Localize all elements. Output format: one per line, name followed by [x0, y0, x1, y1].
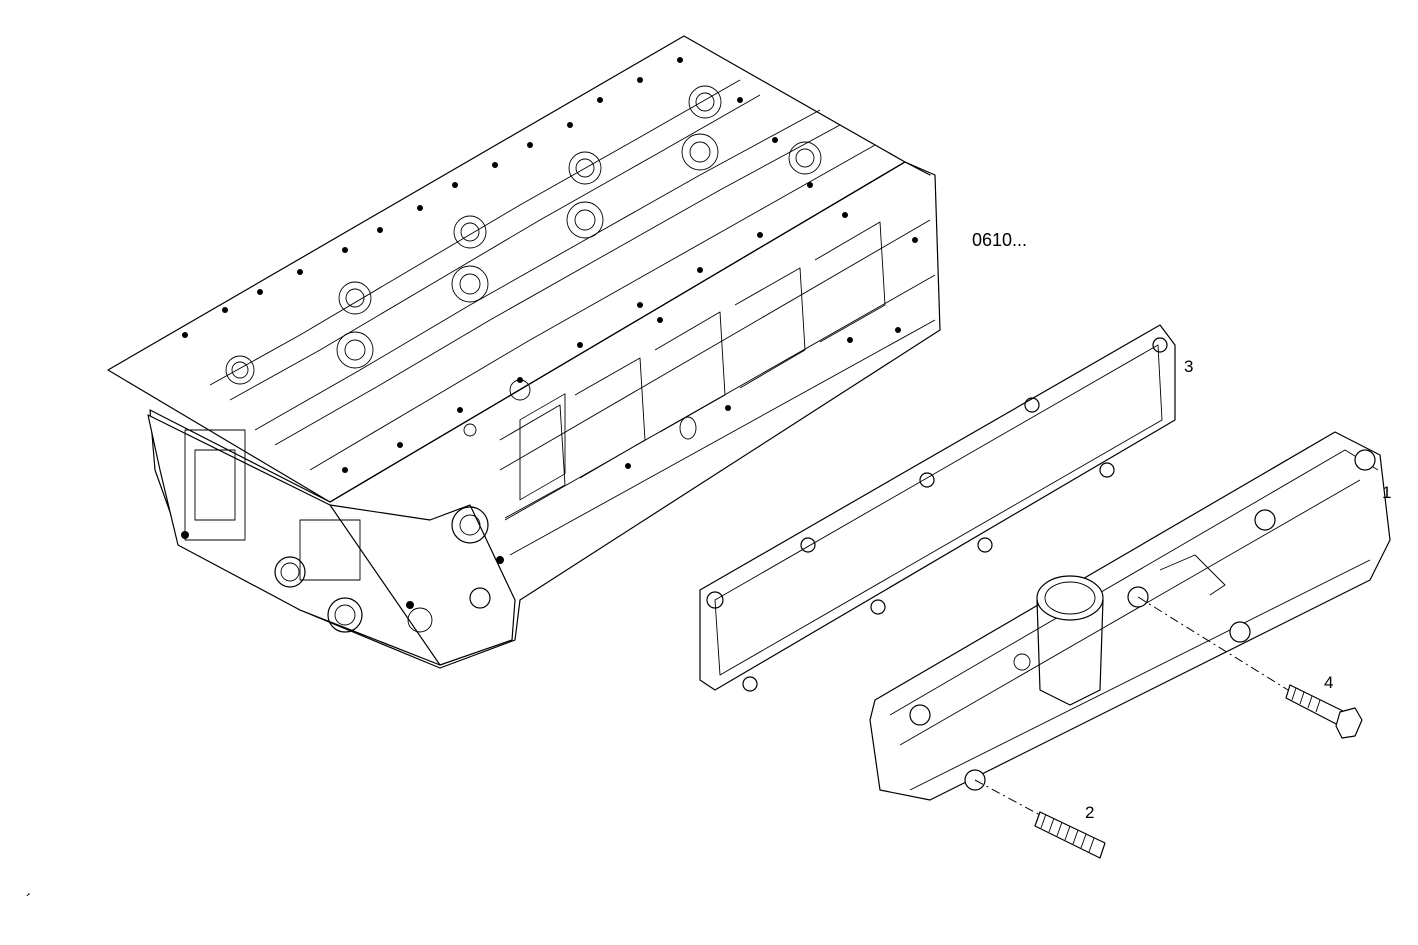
callout-4: 4: [1324, 673, 1333, 692]
reference-code: 0610...: [972, 230, 1027, 250]
manifold-stud: [1034, 811, 1106, 859]
manifold-screw: [1285, 684, 1363, 739]
intake-manifold: [869, 431, 1391, 801]
manifold-gasket: [699, 324, 1176, 692]
screw-axis-line: [1137, 596, 1289, 691]
stud-axis-line: [974, 779, 1041, 816]
callout-1: 1: [1382, 483, 1391, 502]
callout-3: 3: [1184, 357, 1193, 376]
corner-mark: ´: [26, 891, 32, 910]
callout-2: 2: [1085, 803, 1094, 822]
cylinder-head: [107, 35, 941, 669]
